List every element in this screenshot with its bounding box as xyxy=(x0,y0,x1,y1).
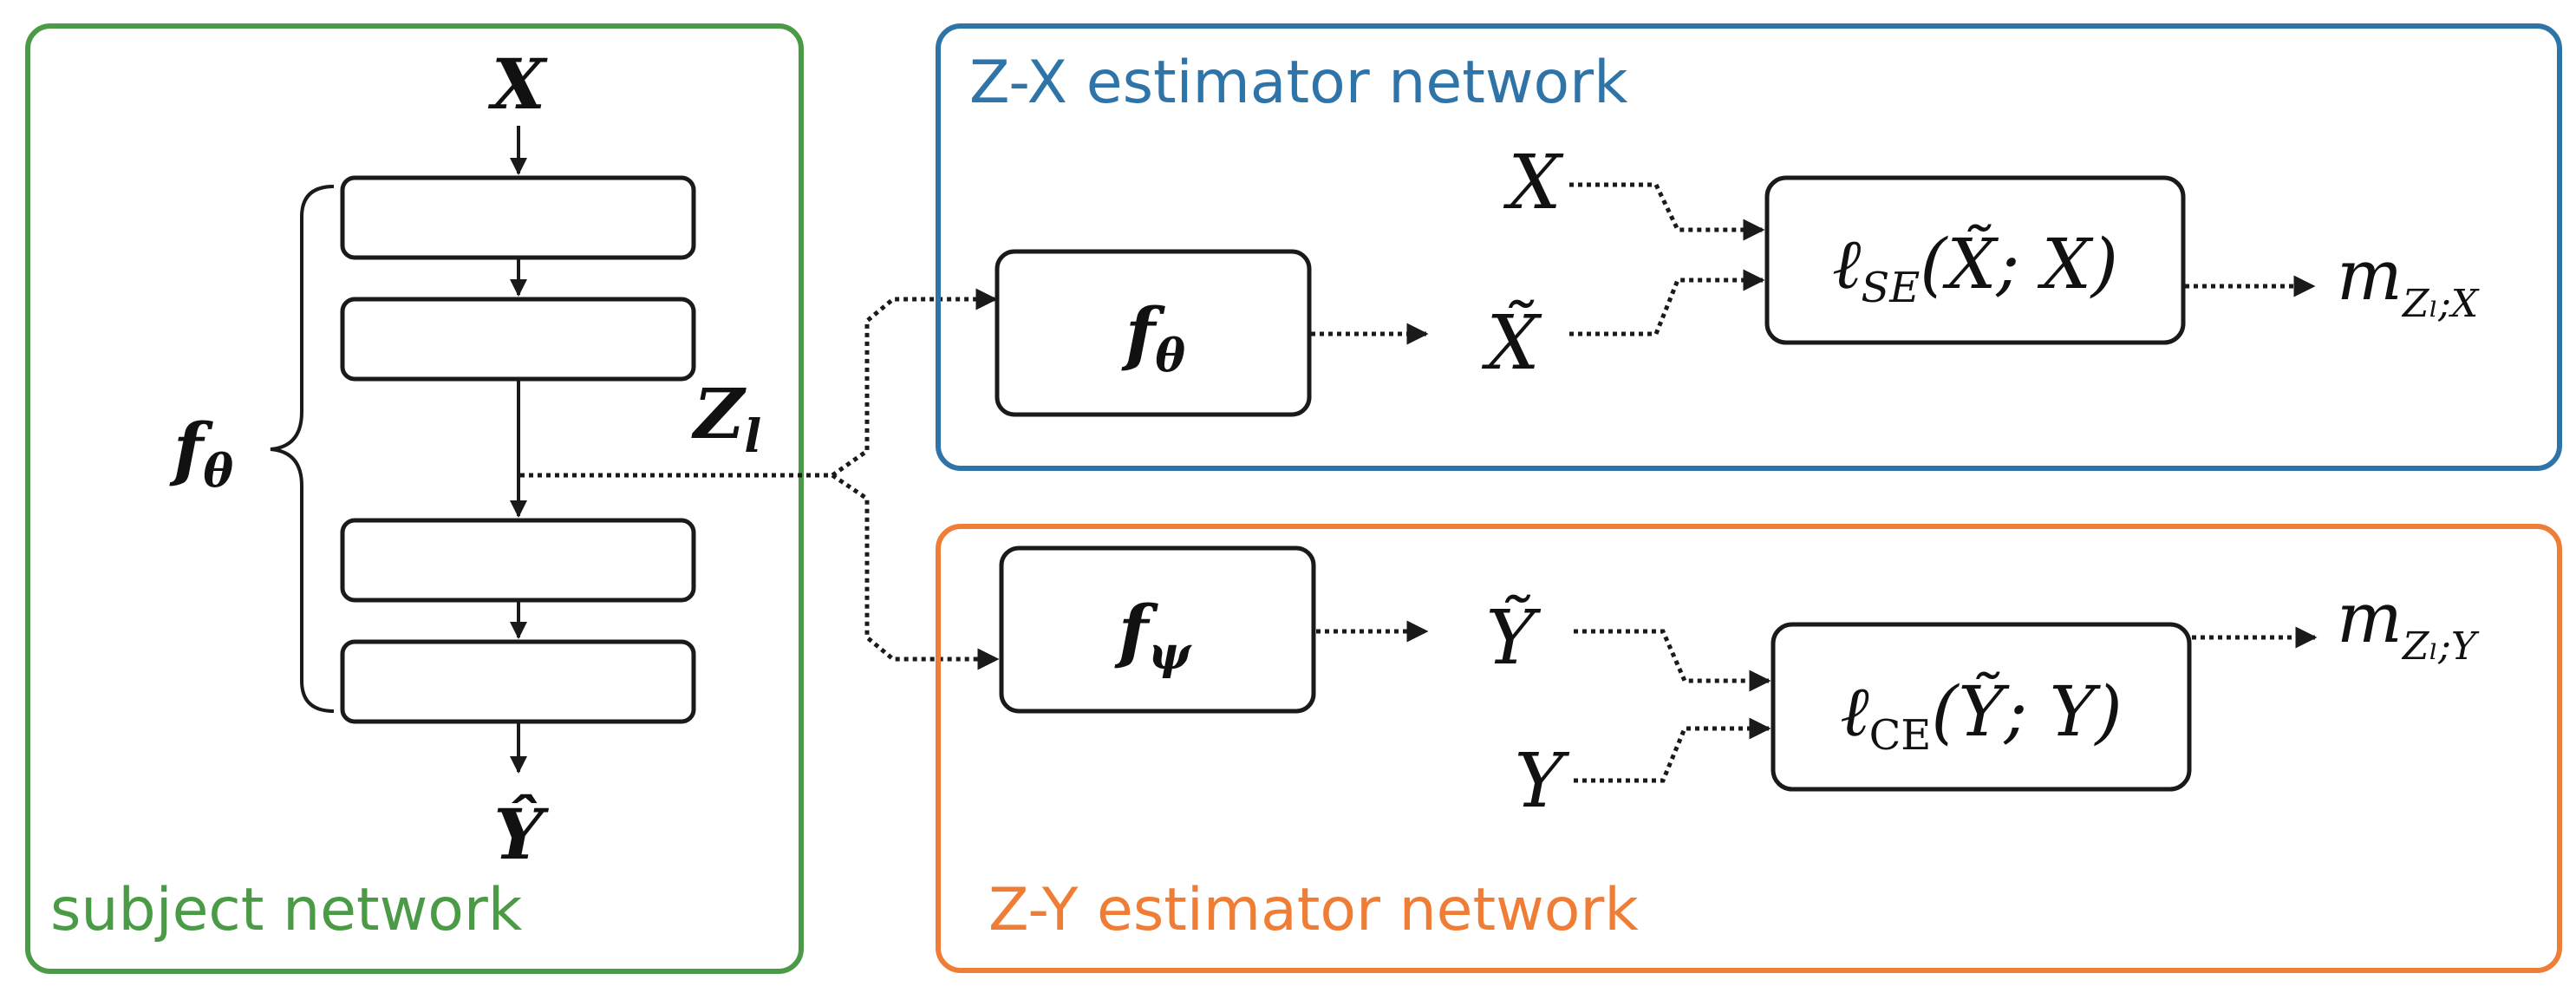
zy-estimate-label: Ỹ xyxy=(1486,595,1542,682)
layer-block-3 xyxy=(340,518,696,603)
z-tap-connector xyxy=(520,288,998,478)
zy-target-label: Y xyxy=(1515,738,1570,825)
subject-input-label: X xyxy=(487,43,548,125)
zy-estimator-title: Z-Y estimator network xyxy=(988,876,1639,944)
zx-loss-box xyxy=(1764,175,2186,345)
zx-estimator-panel: Z-X estimator network fθ X̃ X ℓSE(X̃; X)… xyxy=(936,23,2562,471)
zy-target-to-loss-arrow xyxy=(1574,717,1771,783)
subject-network-title: subject network xyxy=(50,876,523,944)
zx-metric-label: mZₗ;X xyxy=(2337,235,2480,326)
subject-network-panel: subject network X Ŷ fθ Zl xyxy=(25,23,1000,974)
zy-f-psi-label: fψ xyxy=(1114,590,1192,680)
zy-estimate-to-loss-arrow xyxy=(1574,629,1771,692)
zy-estimator-panel: Z-Y estimator network fψ Ỹ Y ℓCE(Ỹ; Y) m… xyxy=(936,524,2562,973)
zx-estimate-label: X̃ xyxy=(1481,299,1542,387)
f-theta-brace xyxy=(270,185,335,713)
zx-estimate-to-loss-arrow xyxy=(1569,269,1765,336)
z-branch-connector xyxy=(831,473,1000,670)
zx-target-to-loss-arrow xyxy=(1569,182,1765,241)
subject-output-label: Ŷ xyxy=(493,794,549,875)
layer-block-4 xyxy=(340,639,696,724)
zx-loss-label: ℓSE(X̃; X) xyxy=(1832,223,2118,312)
zx-estimator-frame xyxy=(936,23,2562,471)
layer-block-1 xyxy=(340,175,696,260)
subject-f-theta-label: fθ xyxy=(169,408,233,498)
zx-target-label: X xyxy=(1503,140,1564,226)
zy-metric-label: mZₗ;Y xyxy=(2337,578,2480,669)
zx-estimator-title: Z-X estimator network xyxy=(969,49,1628,117)
layer-block-2 xyxy=(340,297,696,382)
zy-estimator-frame xyxy=(936,524,2562,973)
zy-f-psi-box xyxy=(999,545,1316,714)
zy-loss-box xyxy=(1771,622,2192,792)
subject-network-frame xyxy=(25,23,804,974)
subject-z-label: Zl xyxy=(691,373,761,463)
zx-f-theta-box xyxy=(995,249,1312,417)
zy-loss-label: ℓCE(Ỹ; Y) xyxy=(1840,671,2123,760)
